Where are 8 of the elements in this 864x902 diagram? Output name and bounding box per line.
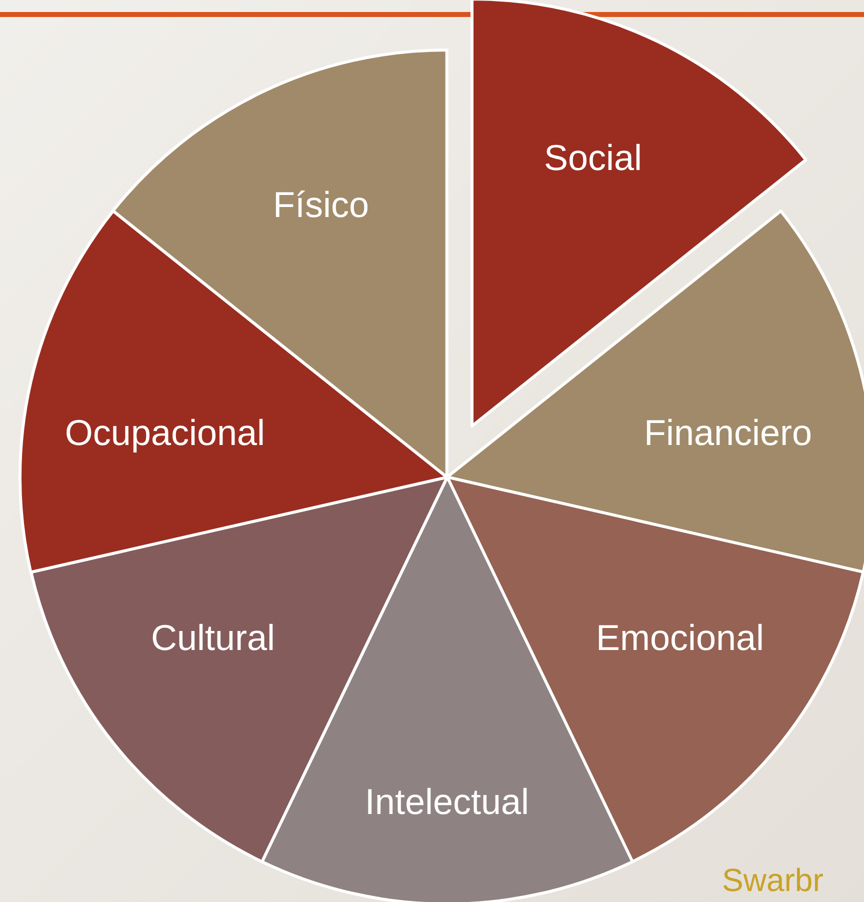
citation-text: Swarbr bbox=[722, 862, 824, 899]
slice-label: Físico bbox=[272, 185, 369, 225]
slice-label: Financiero bbox=[644, 413, 812, 453]
slice-label: Social bbox=[544, 138, 642, 178]
slice-label: Emocional bbox=[596, 618, 764, 658]
slice-label: Intelectual bbox=[364, 782, 530, 822]
slice-label: Cultural bbox=[150, 618, 276, 658]
slice-label: Ocupacional bbox=[64, 413, 266, 453]
